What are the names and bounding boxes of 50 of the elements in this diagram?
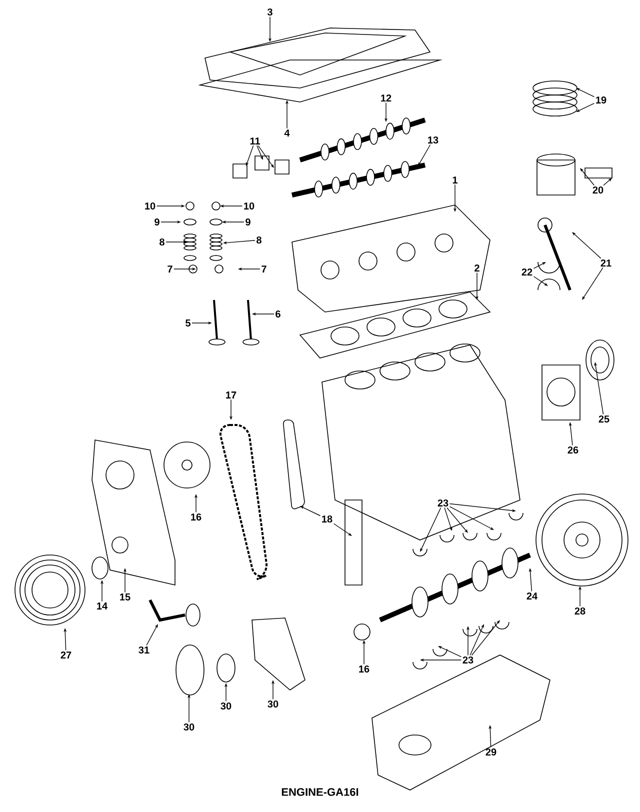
callout-number: 30 (184, 723, 194, 731)
callout-number: 1 (452, 176, 458, 184)
callout-number: 16 (191, 513, 202, 521)
leader-line (603, 178, 612, 186)
leader-line (333, 523, 352, 536)
callout-number: 23 (438, 499, 448, 507)
leader-line (580, 168, 594, 186)
callout-number: 17 (226, 392, 236, 398)
callout-number: 12 (381, 94, 392, 102)
leader-line (446, 507, 468, 533)
callout-number: 22 (522, 268, 532, 276)
callout-number: 24 (526, 592, 538, 600)
callout-number: 16 (359, 665, 370, 673)
callout-number: 28 (574, 607, 586, 615)
callout-number: 19 (596, 96, 606, 104)
callout-number: 23 (462, 656, 474, 664)
callout-number: 30 (220, 702, 232, 710)
callout-number: 29 (486, 748, 496, 756)
callout-number: 27 (60, 652, 72, 658)
callout-number: 5 (186, 320, 190, 326)
callout-number: 8 (160, 238, 164, 246)
callout-number: 7 (168, 266, 172, 272)
callout-number: 6 (276, 310, 280, 318)
callout-number: 11 (250, 138, 260, 144)
callout-number: 4 (284, 130, 290, 136)
callout-number: 26 (568, 446, 578, 454)
callout-number: 9 (246, 218, 250, 226)
callout-number: 2 (474, 264, 480, 272)
leader-line (258, 145, 274, 168)
callout-number: 7 (262, 266, 266, 272)
callout-number: 15 (120, 594, 130, 600)
leader-line (572, 232, 602, 259)
leader-line (418, 144, 431, 166)
callout-number: 10 (145, 202, 156, 210)
callout-number: 30 (268, 700, 278, 708)
callout-number: 18 (322, 515, 332, 523)
leader-line (471, 620, 500, 656)
callout-number: 25 (598, 415, 610, 423)
callout-number: 20 (592, 186, 604, 194)
callout-number: 21 (600, 260, 612, 266)
leader-line (582, 267, 604, 300)
callout-number: 14 (97, 602, 108, 610)
callout-number: 31 (138, 646, 150, 654)
callout-number: 10 (244, 202, 254, 210)
callout-number: 9 (154, 218, 160, 226)
callout-number: 3 (267, 8, 272, 16)
caption: ENGINE-GA16I (282, 788, 358, 796)
callout-number: 8 (256, 236, 262, 244)
leader-line (533, 276, 548, 286)
callout-number: 13 (428, 136, 438, 144)
